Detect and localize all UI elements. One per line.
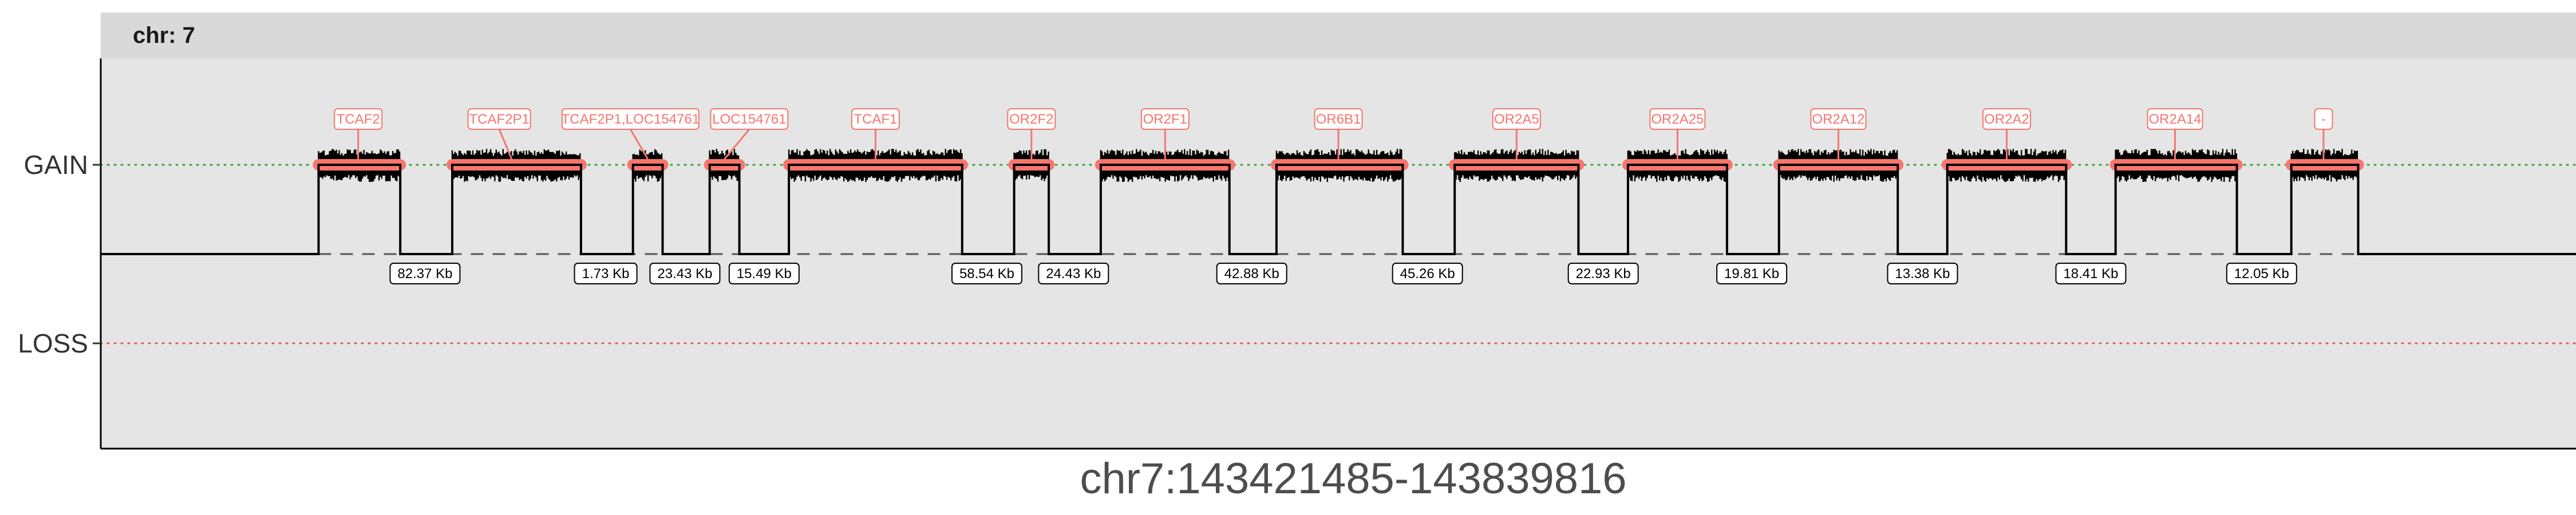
gap-label: 42.88 Kb xyxy=(1217,263,1287,284)
gap-label-text: 24.43 Kb xyxy=(1046,266,1101,282)
gap-label-text: 1.73 Kb xyxy=(582,266,630,282)
strip-background xyxy=(101,13,2576,58)
gene-label-text: OR2A2 xyxy=(1984,112,2029,127)
gap-label-text: 19.81 Kb xyxy=(1724,266,1779,282)
gap-label: 15.49 Kb xyxy=(729,263,799,284)
y-tick-label: GAIN xyxy=(24,150,88,180)
gene-label-text: OR2F2 xyxy=(1009,112,1053,127)
gene-label-text: OR2A14 xyxy=(2148,112,2201,127)
gap-label-text: 58.54 Kb xyxy=(959,266,1014,282)
gap-label-text: 18.41 Kb xyxy=(2063,266,2118,282)
gene-label-text: - xyxy=(2321,112,2326,127)
gap-label: 12.05 Kb xyxy=(2227,263,2297,284)
gap-label: 82.37 Kb xyxy=(390,263,460,284)
gap-label: 23.43 Kb xyxy=(650,263,720,284)
gap-label: 13.38 Kb xyxy=(1887,263,1957,284)
y-tick: LOSS xyxy=(18,328,101,358)
gene-label-text: TCAF2P1 xyxy=(469,112,529,127)
facet-label: chr: 7 xyxy=(133,23,195,48)
x-axis-title: chr7:143421485-143839816 xyxy=(1080,454,1626,503)
gap-label-text: 23.43 Kb xyxy=(657,266,712,282)
gene-label-text: OR6B1 xyxy=(1316,112,1361,127)
y-tick: GAIN xyxy=(24,150,101,180)
gene-label-text: TCAF2P1,LOC154761 xyxy=(562,112,700,127)
gene-label-text: TCAF1 xyxy=(854,112,897,127)
y-tick-label: LOSS xyxy=(18,328,88,358)
gene-label-text: LOC154761 xyxy=(712,112,786,127)
gap-label: 22.93 Kb xyxy=(1568,263,1638,284)
gap-label-text: 12.05 Kb xyxy=(2234,266,2289,282)
gap-label-text: 13.38 Kb xyxy=(1895,266,1950,282)
gene-label-text: OR2F1 xyxy=(1143,112,1187,127)
gap-label: 45.26 Kb xyxy=(1393,263,1463,284)
gap-label: 19.81 Kb xyxy=(1717,263,1787,284)
gap-label: 18.41 Kb xyxy=(2056,263,2125,284)
gene-label-text: OR2A12 xyxy=(1812,112,1864,127)
gene-label-text: OR2A25 xyxy=(1651,112,1704,127)
gap-label: 24.43 Kb xyxy=(1038,263,1108,284)
gene-label-text: OR2A5 xyxy=(1494,112,1539,127)
gene-label-text: TCAF2 xyxy=(337,112,380,127)
gap-label-text: 42.88 Kb xyxy=(1224,266,1279,282)
gap-label-text: 45.26 Kb xyxy=(1400,266,1455,282)
gap-label-text: 82.37 Kb xyxy=(397,266,452,282)
gap-label: 1.73 Kb xyxy=(575,263,637,284)
gap-label: 58.54 Kb xyxy=(952,263,1022,284)
gap-label-text: 15.49 Kb xyxy=(737,266,792,282)
y-axis-ticks: GAIN LOSS xyxy=(18,150,101,358)
gap-label-text: 22.93 Kb xyxy=(1576,266,1631,282)
